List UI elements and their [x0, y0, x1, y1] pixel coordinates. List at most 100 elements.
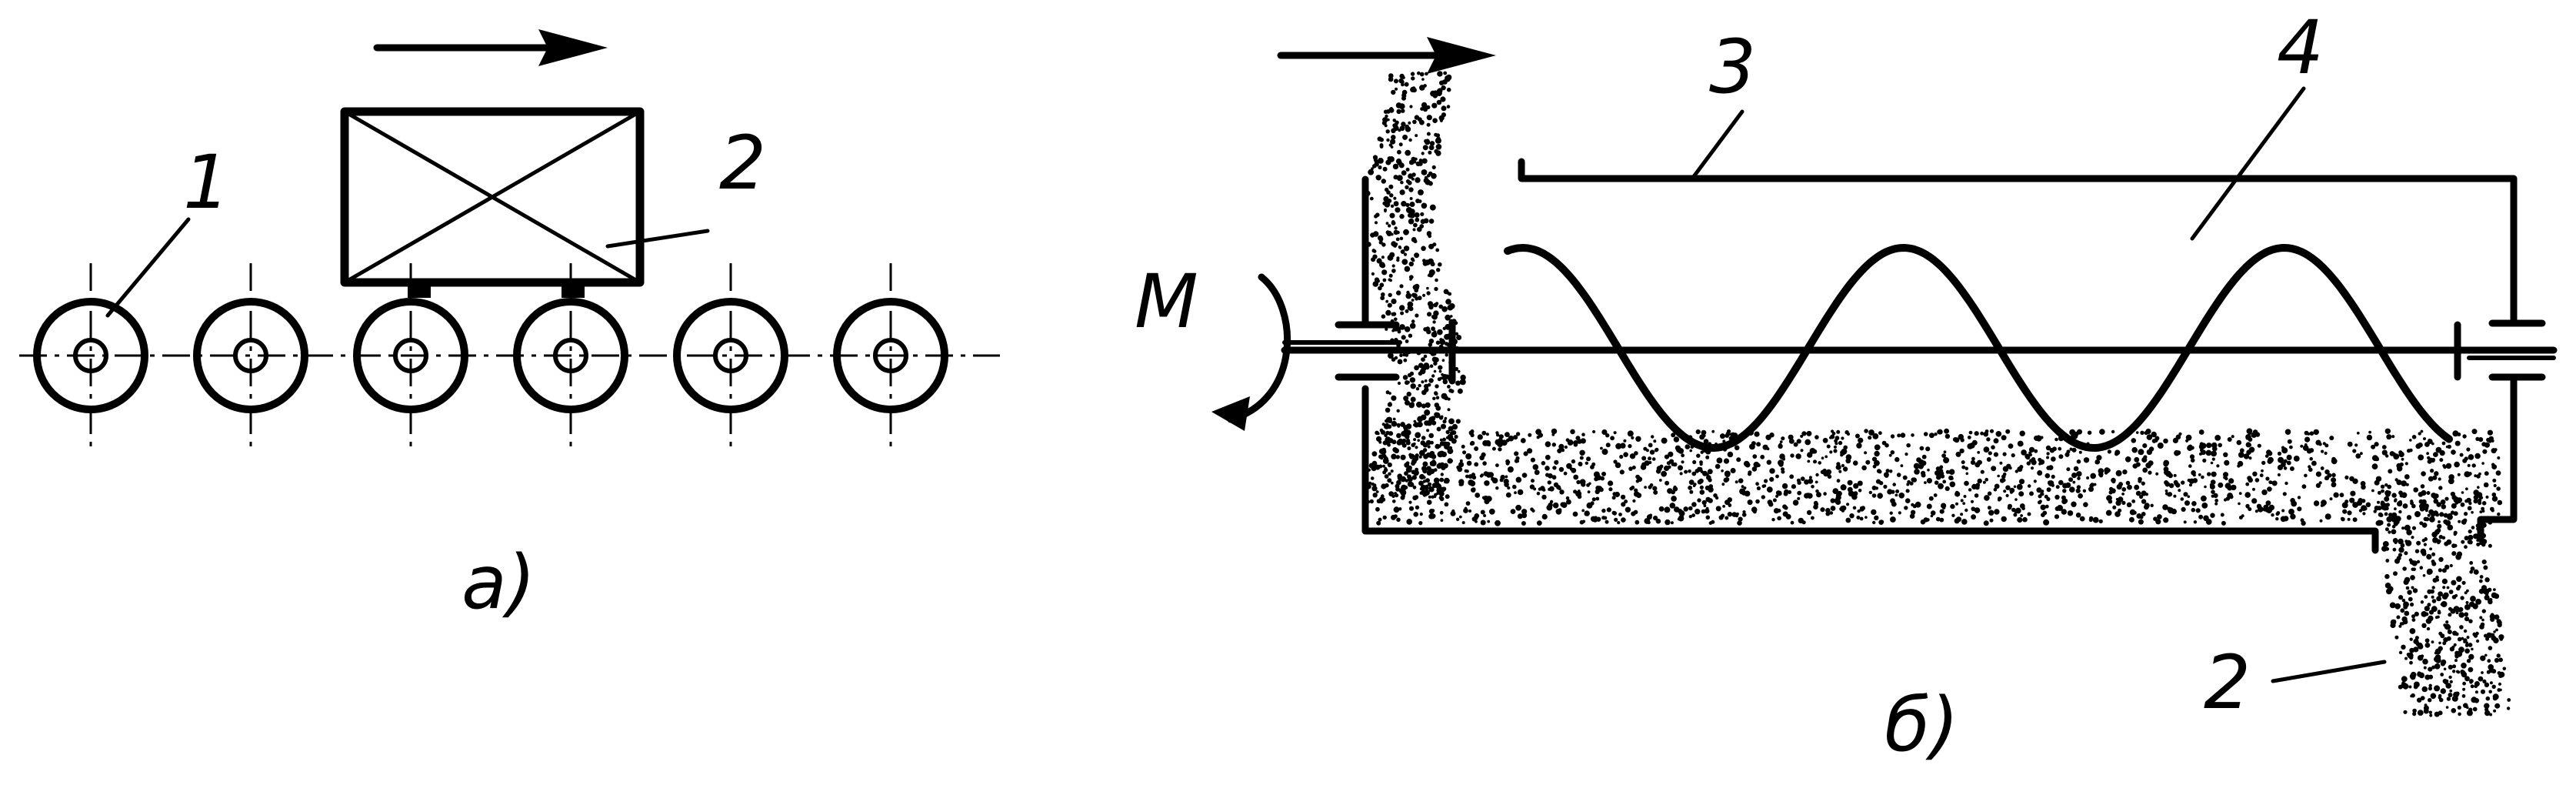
material-dot	[2381, 489, 2384, 493]
material-dot	[1608, 487, 1613, 492]
material-dot	[2167, 493, 2171, 497]
material-dot	[1415, 296, 1419, 301]
material-dot	[1421, 246, 1426, 252]
material-dot	[2036, 487, 2042, 493]
material-dot	[1408, 138, 1412, 142]
material-dot	[1944, 486, 1950, 492]
material-dot	[1408, 121, 1411, 125]
material-dot	[2076, 459, 2081, 464]
material-dot	[2444, 496, 2449, 501]
material-dot	[1459, 379, 1466, 386]
material-dot	[2418, 432, 2421, 436]
material-dot	[1671, 433, 1676, 438]
material-dot	[1398, 488, 1404, 493]
material-dot	[2079, 516, 2085, 522]
material-dot	[1895, 456, 1900, 463]
material-dot	[1434, 412, 1441, 419]
material-dot	[1414, 365, 1419, 371]
material-dot	[2444, 679, 2449, 683]
material-dot	[2320, 504, 2324, 507]
material-dot	[1665, 480, 1670, 486]
material-dot	[1389, 212, 1395, 219]
material-dot	[1785, 513, 1791, 519]
material-dot	[1408, 187, 1414, 192]
material-dot	[2429, 713, 2433, 717]
material-dot	[2068, 477, 2074, 483]
material-dot	[2210, 513, 2215, 518]
material-dot	[1443, 71, 1448, 75]
material-dot	[2411, 693, 2415, 698]
material-dot	[1743, 486, 1747, 490]
material-dot	[1961, 465, 1966, 469]
material-dot	[2288, 509, 2294, 515]
material-dot	[2275, 517, 2279, 521]
material-dot	[2484, 595, 2490, 601]
material-dot	[1708, 498, 1713, 503]
material-dot	[2437, 610, 2441, 613]
material-dot	[2287, 439, 2292, 444]
material-dot	[2452, 670, 2456, 673]
material-dot	[1421, 403, 1427, 409]
material-dot	[1415, 505, 1420, 509]
material-dot	[2471, 511, 2474, 514]
material-dot	[2038, 499, 2042, 503]
material-dot	[1441, 372, 1444, 376]
material-dot	[1595, 489, 1600, 495]
material-dot	[1440, 519, 1444, 522]
material-dot	[2238, 452, 2244, 458]
material-dot	[1445, 299, 1451, 305]
material-dot	[1699, 485, 1704, 489]
material-dot	[1405, 423, 1412, 429]
material-dot	[2399, 462, 2404, 467]
material-dot	[2485, 636, 2490, 641]
material-dot	[1655, 447, 1659, 452]
material-dot	[2448, 675, 2452, 680]
material-dot	[1949, 481, 1956, 488]
material-dot	[1705, 515, 1711, 520]
material-dot	[2400, 608, 2405, 613]
material-dot	[1939, 509, 1944, 514]
material-dot	[2463, 640, 2467, 643]
material-dot	[1461, 521, 1465, 525]
material-dot	[2421, 623, 2427, 628]
material-dot	[1371, 486, 1378, 492]
material-dot	[2245, 503, 2250, 509]
material-dot	[2352, 449, 2357, 453]
material-dot	[1671, 496, 1677, 502]
direction-arrow-a	[373, 29, 608, 66]
material-dot	[1434, 403, 1440, 408]
material-dot	[2438, 568, 2442, 573]
material-dot	[2275, 512, 2280, 516]
material-dot	[1890, 434, 1895, 439]
material-dot	[2495, 628, 2498, 632]
material-dot	[1391, 312, 1397, 316]
material-dot	[2090, 473, 2096, 479]
material-dot	[1447, 385, 1451, 389]
material-dot	[1408, 261, 1415, 267]
material-dot	[1515, 476, 1522, 483]
material-dot	[2431, 640, 2434, 644]
material-dot	[2464, 676, 2470, 682]
material-dot	[2252, 487, 2255, 491]
material-dot	[2003, 489, 2007, 493]
material-dot	[1835, 436, 1840, 441]
material-dot	[1378, 517, 1382, 522]
material-dot	[2011, 507, 2016, 513]
material-dot	[1421, 380, 1425, 384]
material-dot	[1684, 469, 1688, 474]
material-dot	[1879, 519, 1885, 524]
material-dot	[2008, 443, 2014, 449]
material-dot	[2422, 658, 2428, 665]
material-dot	[2352, 478, 2358, 484]
material-dot	[1401, 201, 1407, 207]
material-dot	[1495, 519, 1501, 526]
material-dot	[2451, 645, 2455, 649]
material-dot	[1381, 269, 1388, 276]
material-dot	[1767, 499, 1773, 505]
material-dot	[1919, 446, 1925, 451]
material-dot	[2434, 471, 2439, 476]
material-dot	[1382, 278, 1387, 282]
material-dot	[1658, 479, 1662, 482]
material-dot	[1485, 433, 1489, 436]
material-dot	[1394, 317, 1398, 322]
